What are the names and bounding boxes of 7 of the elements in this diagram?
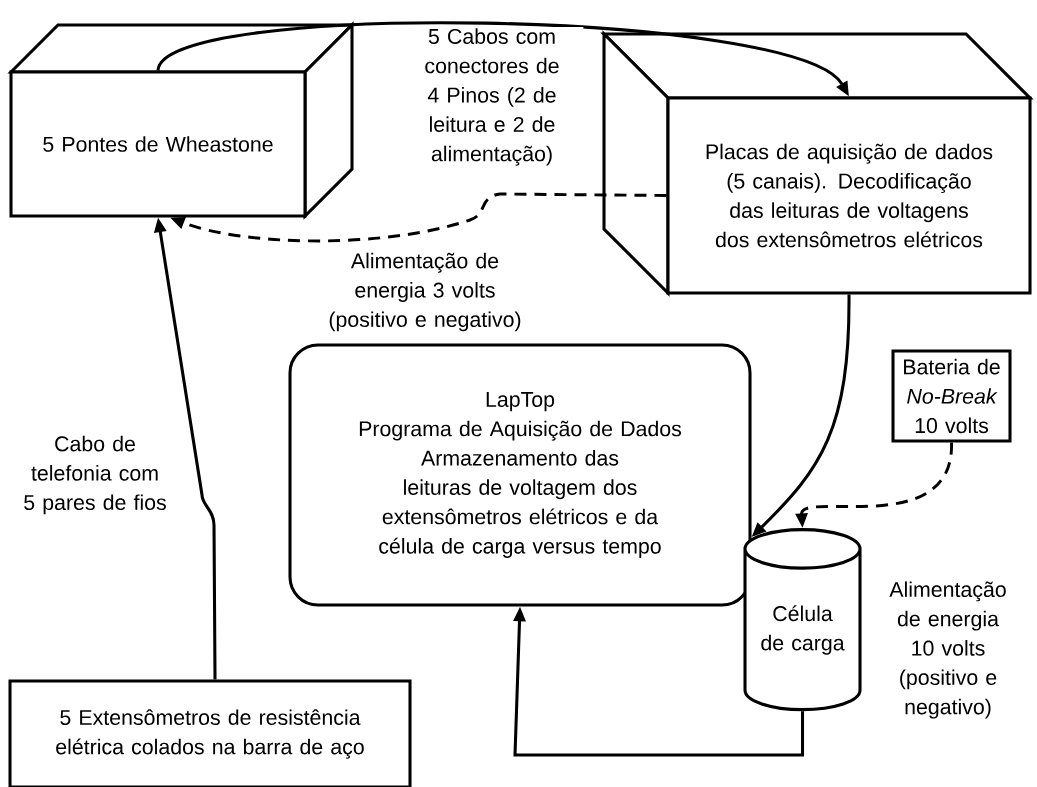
process-box: Bateria de No-Break 10 volts — [891, 349, 1012, 443]
edge-label: Alimentação de energia 10 volts (positivo e negativo) — [884, 580, 1012, 720]
edge-label: Cabo de telefonia com 5 pares de fios — [21, 434, 169, 516]
edge-label: 5 Cabos com conectores de 4 Pinos (2 de leitura e 2 de alimentação) — [400, 27, 584, 167]
process-box: 5 Extensômetros de resistência elétrica colados na barra de aço — [8, 679, 412, 787]
edge-label: Alimentação de energia 3 volts (positivo e negativo) — [316, 251, 534, 333]
rounded-box: LapTop Programa de Aquisição de Dados Armazenamento das leituras de voltagem dos extensômetros elétricos e da célula de carga versus tempo — [288, 343, 752, 607]
